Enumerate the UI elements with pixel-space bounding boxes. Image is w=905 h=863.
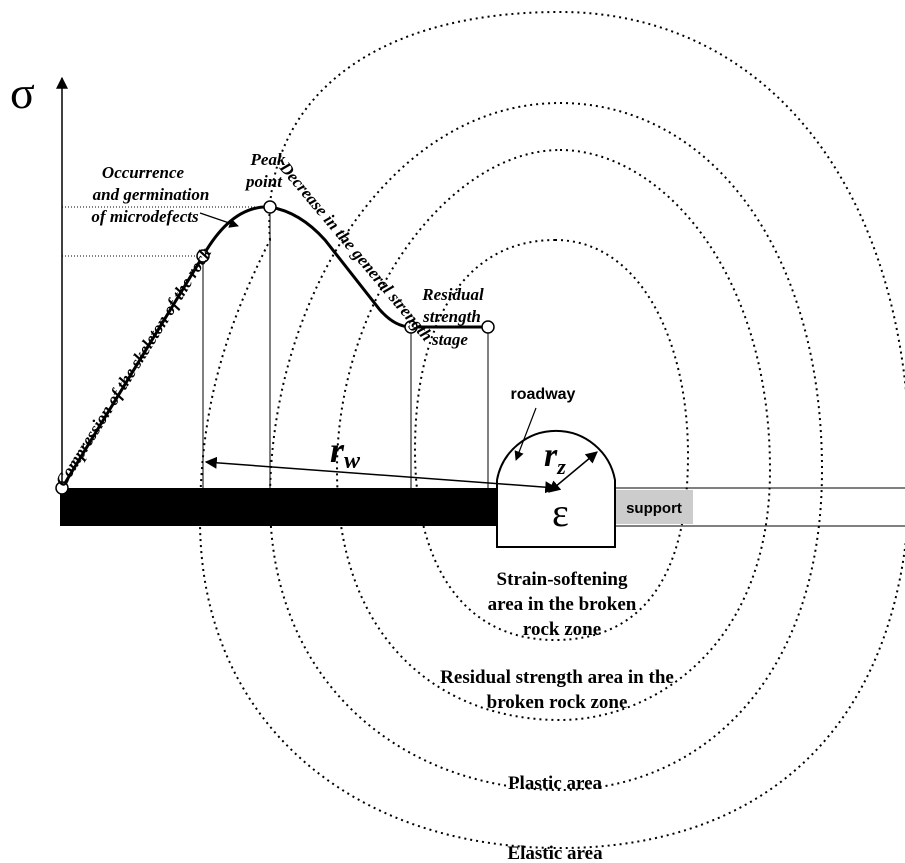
support-label: support [626,500,682,517]
curve-points [55,200,495,495]
microdefect-label-2: and germination [93,185,210,204]
stress-strain-curve [60,205,488,489]
zone-residual-label-2: broken rock zone [487,692,628,713]
point-peak [263,200,277,214]
rz-arrow [548,451,598,493]
zone-softening-label-1: Strain-softening [497,569,628,590]
microdefect-label-1: Occurrence [102,163,185,182]
softening-boundary [413,238,690,642]
rw-main: r [330,430,345,470]
rw-label: rw [330,430,361,474]
peak-label-1: Peak [250,150,286,169]
point-residual-start [404,320,418,334]
reference-lines [62,206,489,488]
zone-elastic-label: Elastic area [507,843,603,863]
residual-stage-label-3: stage [431,330,468,349]
peak-label-2: point [244,172,283,191]
plastic-boundary [268,101,824,792]
support-block [615,490,693,524]
point-microdefect [196,249,210,263]
rz-sub: z [556,454,566,479]
rz-main: r [544,437,558,474]
rock-band-solid [60,488,497,526]
zone-boundaries [198,10,905,850]
microdefect-label-3: of microdefects [91,207,199,226]
zone-softening-label-2: area in the broken [488,594,637,615]
rz-label: rz [544,437,566,479]
decrease-label: Decrease in the general strength [275,157,437,344]
point-residual-end [481,320,495,334]
elastic-boundary [198,10,905,850]
rw-sub: w [344,448,361,474]
epsilon-symbol: ε [552,490,569,535]
zone-residual-label-1: Residual strength area in the [440,667,674,688]
residual-stage-label-2: strength [422,307,481,326]
zone-plastic-label: Plastic area [508,773,603,794]
residual-stage-label-1: Residual [421,285,484,304]
microdefect-pointer [199,212,239,228]
point-origin [55,481,69,495]
rw-arrow [204,456,558,494]
compression-label: Compression of the skeleton of the rock [52,244,216,490]
roadway-label: roadway [511,386,576,403]
roadway-pointer [514,407,537,461]
sigma-symbol: σ [10,67,35,118]
zone-softening-label-3: rock zone [523,619,601,640]
